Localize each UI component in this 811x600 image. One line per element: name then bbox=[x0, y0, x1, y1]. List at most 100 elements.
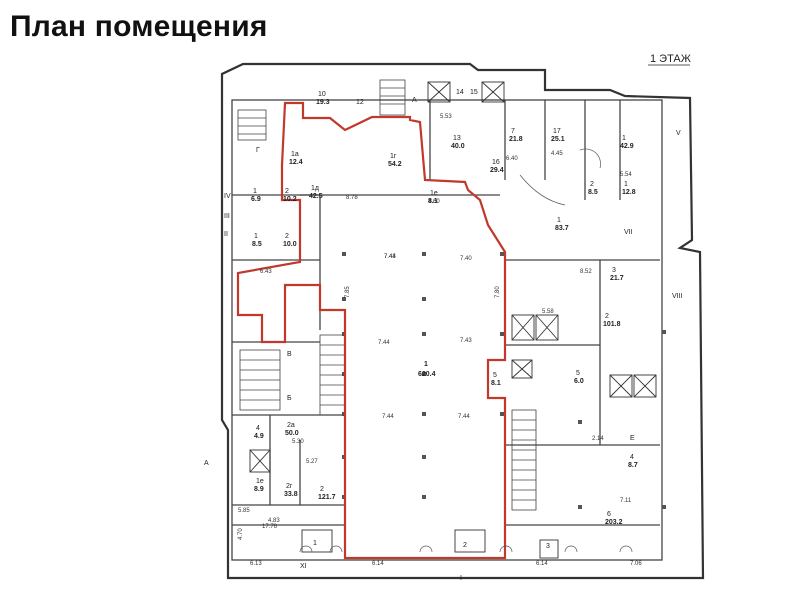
room-number: 2 bbox=[590, 181, 594, 188]
room-area: 6.0 bbox=[574, 378, 584, 385]
dimension: 5.53 bbox=[440, 114, 452, 120]
bottom-labels: 1 2 3 bbox=[313, 540, 550, 550]
axis-label: V bbox=[676, 130, 681, 137]
dimension: 7.85 bbox=[345, 286, 351, 298]
dimension: 7.11 bbox=[620, 498, 632, 504]
room-area: 8.1 bbox=[491, 380, 501, 387]
lift-boxes bbox=[249, 81, 657, 559]
room-number: 7 bbox=[511, 128, 515, 135]
axis-label: XI bbox=[300, 563, 307, 570]
room-number: 1д bbox=[311, 185, 319, 192]
room-area: 203.2 bbox=[605, 519, 623, 526]
dimension: 4.45 bbox=[551, 151, 563, 157]
dimension: 17.76 bbox=[262, 524, 278, 530]
room-number: 1е bbox=[430, 190, 438, 197]
room-area: 50.0 bbox=[285, 430, 299, 437]
room-number: 2 bbox=[320, 486, 324, 493]
dimension: 6.14 bbox=[536, 561, 548, 567]
room-number: 1г bbox=[390, 153, 397, 160]
axis-label: I bbox=[460, 575, 462, 582]
axis-label: III bbox=[224, 213, 230, 220]
zone-letter: Б bbox=[287, 395, 292, 402]
dimension: 6.14 bbox=[372, 561, 384, 567]
room-area: 12.4 bbox=[289, 159, 303, 166]
room-number: 4 bbox=[256, 425, 260, 432]
room-number: 3 bbox=[612, 267, 616, 274]
room-number: 1 bbox=[624, 181, 628, 188]
room-number: 2а bbox=[287, 422, 295, 429]
dimension: 7.44 bbox=[378, 340, 390, 346]
zone-letter: Е bbox=[630, 435, 635, 442]
dimension: 4.60 bbox=[428, 199, 440, 205]
zone-letter: Г bbox=[256, 147, 260, 154]
room-number: 5 bbox=[493, 372, 497, 379]
room-number: 5 bbox=[576, 370, 580, 377]
room-area: 33.8 bbox=[284, 491, 298, 498]
dimension: 7.06 bbox=[630, 561, 642, 567]
room-area: 12.8 bbox=[622, 189, 636, 196]
dimension: 7.80 bbox=[495, 286, 501, 298]
room-number: 6 bbox=[607, 511, 611, 518]
dimension: 7.40 bbox=[460, 256, 472, 262]
dimension: 5.54 bbox=[620, 172, 632, 178]
dimension: 7.44 bbox=[382, 414, 394, 420]
dimension: 4.70 bbox=[238, 528, 244, 540]
room-number: 1 bbox=[557, 217, 561, 224]
room-number: 2 bbox=[605, 313, 609, 320]
room-area: 54.2 bbox=[388, 161, 402, 168]
axis-label: IV bbox=[224, 193, 231, 200]
room-number: 1 bbox=[253, 188, 257, 195]
room-area: 83.7 bbox=[555, 225, 569, 232]
floor-label: 1 ЭТАЖ bbox=[650, 53, 691, 65]
room-area: 21.7 bbox=[610, 275, 624, 282]
room-area: 10.2 bbox=[283, 196, 297, 203]
dimension: 2.14 bbox=[592, 436, 604, 442]
dimension: 7.44 bbox=[384, 254, 396, 260]
room-area: 42.5 bbox=[309, 193, 323, 200]
dimension: 6.40 bbox=[506, 156, 518, 162]
room-number: 17 bbox=[553, 128, 561, 135]
dimension: 7.44 bbox=[458, 414, 470, 420]
zone-letter: А bbox=[204, 460, 209, 467]
room-area: 8.7 bbox=[628, 462, 638, 469]
room-area: 25.1 bbox=[551, 136, 565, 143]
axis-label: VII bbox=[624, 229, 633, 236]
room-area: 8.1 bbox=[428, 198, 438, 205]
room-area: 6.9 bbox=[251, 196, 261, 203]
highlighted-area bbox=[236, 101, 507, 560]
room-number: 2 bbox=[285, 188, 289, 195]
dimension: 6.43 bbox=[260, 269, 272, 275]
room-number: 16 bbox=[492, 159, 500, 166]
room-area: 40.0 bbox=[451, 143, 465, 150]
zone-letter: А bbox=[412, 97, 417, 104]
room-area: 21.8 bbox=[509, 136, 523, 143]
room-number: 10 bbox=[318, 91, 326, 98]
axis-label: VIII bbox=[672, 293, 683, 300]
room-area: 8.5 bbox=[252, 241, 262, 248]
dimension: 6.13 bbox=[250, 561, 262, 567]
room-number: 1е bbox=[256, 478, 264, 485]
room-number: 1а bbox=[291, 151, 299, 158]
room-number: 1 bbox=[622, 135, 626, 142]
dimension: 4.83 bbox=[268, 518, 280, 524]
main-hall-area: 620.4 bbox=[418, 371, 436, 378]
bottom-number: 3 bbox=[546, 543, 550, 550]
dimension: 5.30 bbox=[292, 439, 304, 445]
dimension: 5.85 bbox=[238, 508, 250, 514]
door-arcs bbox=[299, 148, 633, 553]
dimension: 7.43 bbox=[460, 338, 472, 344]
dimension: 8.78 bbox=[346, 195, 358, 201]
dimension: 5.58 bbox=[542, 309, 554, 315]
room-area: 101.8 bbox=[603, 321, 621, 328]
room-area: 19.3 bbox=[316, 99, 330, 106]
room-number: 2 bbox=[285, 233, 289, 240]
room-area: 4.9 bbox=[254, 433, 264, 440]
room-number: 14 bbox=[456, 89, 464, 96]
bottom-number: 2 bbox=[463, 542, 467, 549]
room-area: 29.4 bbox=[490, 167, 504, 174]
bottom-number: 1 bbox=[313, 540, 317, 547]
